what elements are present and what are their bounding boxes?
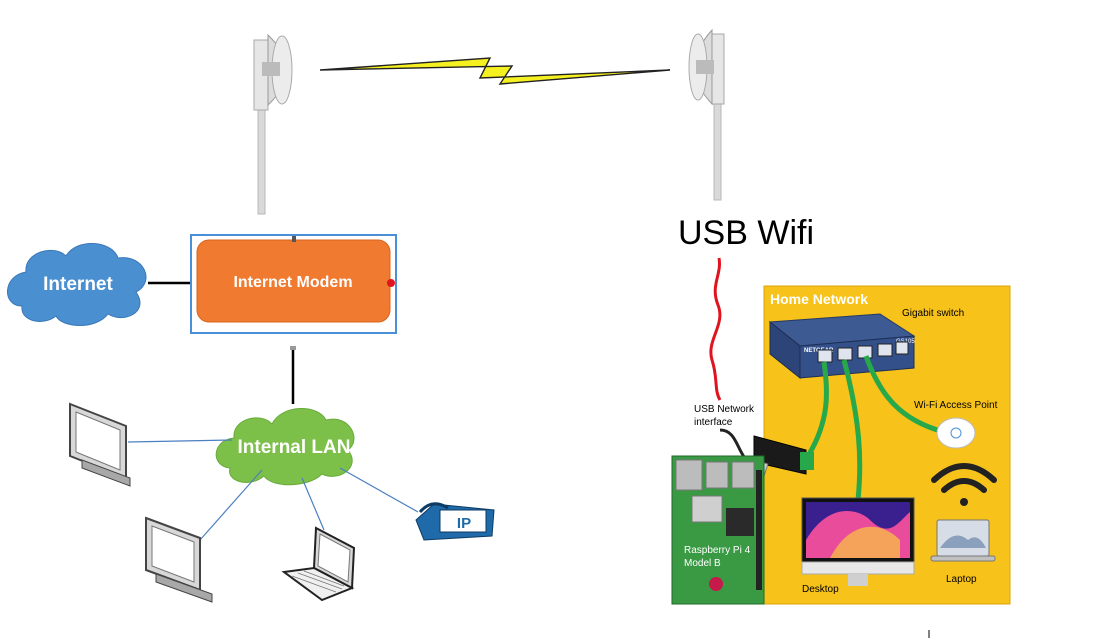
ip-phone-icon: IP bbox=[415, 502, 495, 541]
monitor-icon bbox=[145, 516, 213, 603]
usb-nic-label-2: interface bbox=[694, 417, 733, 428]
internet-cloud-label: Internet bbox=[43, 274, 113, 295]
ethernet-cables bbox=[805, 355, 945, 501]
desktop-computer-icon bbox=[801, 497, 915, 586]
desktop-label: Desktop bbox=[802, 584, 839, 595]
access-point-label: Wi-Fi Access Point bbox=[914, 400, 998, 411]
usb-nic-label-1: USB Network bbox=[694, 404, 755, 415]
laptop-label: Laptop bbox=[946, 574, 977, 585]
monitor-icon bbox=[69, 402, 131, 487]
internal-lan-label: Internal LAN bbox=[238, 437, 351, 458]
home-network-title: Home Network bbox=[770, 291, 868, 307]
right-antenna bbox=[688, 28, 725, 201]
raspberry-pi-board: Raspberry Pi 4 Model B bbox=[671, 455, 765, 605]
pi-label-1: Raspberry Pi 4 bbox=[684, 545, 751, 556]
laptop-icon bbox=[281, 526, 356, 602]
internal-lan-cloud: Internal LAN bbox=[215, 407, 355, 486]
lan-links bbox=[127, 439, 419, 541]
usb-wifi-label: USB Wifi bbox=[678, 214, 814, 252]
pi-label-2: Model B bbox=[684, 558, 721, 569]
wifi-access-point bbox=[936, 417, 976, 449]
laptop-icon bbox=[930, 519, 996, 562]
internet-modem: Internet Modem bbox=[190, 234, 397, 334]
usb-wifi-cable bbox=[709, 257, 722, 401]
left-antenna bbox=[253, 33, 293, 215]
wireless-link-bolt bbox=[319, 57, 671, 85]
switch-label: Gigabit switch bbox=[902, 308, 964, 319]
gigabit-switch: NETGEAR GS105 bbox=[768, 313, 916, 380]
wifi-icon bbox=[931, 463, 997, 506]
internet-cloud: Internet bbox=[7, 243, 147, 326]
modem-label: Internet Modem bbox=[233, 274, 352, 291]
ip-phone-badge: IP bbox=[457, 515, 471, 532]
